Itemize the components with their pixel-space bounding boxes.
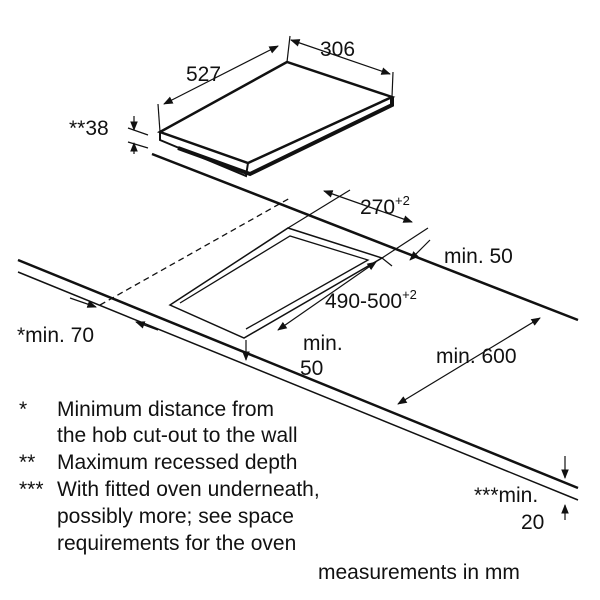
worktop-front-edge <box>17 258 579 490</box>
hob-drawing <box>127 35 396 178</box>
label-side-clearance: min. 600 <box>436 345 517 368</box>
label-cutout-width-tolerance: +2 <box>395 193 410 208</box>
label-cutout-width-value: 270 <box>360 196 395 219</box>
label-oven-clearance-min: ***min. <box>474 484 538 507</box>
dimension-line-hob-depth <box>163 45 279 105</box>
dimension-line-rear-clearance <box>409 239 431 261</box>
label-rear-clearance: min. 50 <box>444 245 513 268</box>
dimension-line-hob-width <box>290 39 391 75</box>
wall-line-dashed <box>99 197 291 306</box>
label-wall-clearance: *min. 70 <box>17 324 94 347</box>
label-cutout-depth-tolerance: +2 <box>402 287 417 302</box>
dimension-line-cutout-depth <box>277 261 377 331</box>
label-oven-clearance-value: 20 <box>521 511 544 534</box>
label-recess-depth: **38 <box>69 117 109 140</box>
label-cutout-depth: 490-500+2 <box>325 287 417 313</box>
label-cutout-depth-value: 490-500 <box>325 290 402 313</box>
label-hob-depth: 527 <box>186 63 221 86</box>
label-front-clearance-min: min. <box>303 332 343 355</box>
worktop-drawing <box>17 152 579 520</box>
dimension-line-side-clearance <box>397 317 541 405</box>
label-cutout-width: 270+2 <box>360 193 410 219</box>
hob-body <box>177 97 394 177</box>
worktop-back-edge <box>151 152 579 322</box>
label-front-clearance-value: 50 <box>300 357 323 380</box>
label-hob-width: 306 <box>320 38 355 61</box>
dimension-line-cutout-width <box>323 190 413 223</box>
worktop-front-edge-lower <box>17 271 579 501</box>
